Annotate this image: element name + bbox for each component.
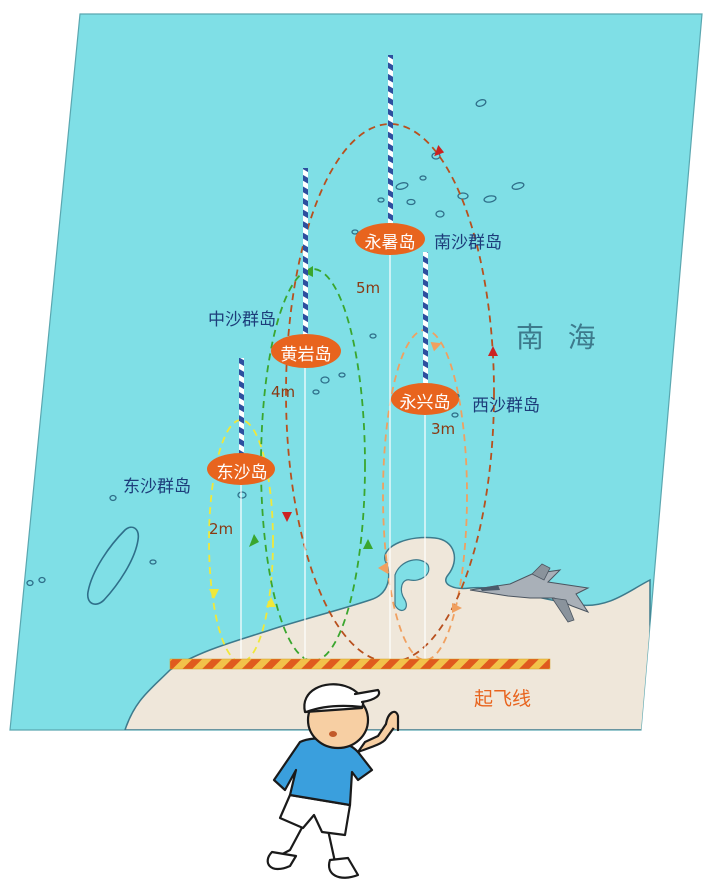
sea-label: 南 海 bbox=[516, 321, 598, 354]
group-label-nansha: 南沙群岛 bbox=[434, 233, 502, 253]
direction-arrows bbox=[209, 144, 498, 613]
group-label-dongsha: 东沙群岛 bbox=[123, 477, 191, 497]
start-line-label: 起飞线 bbox=[474, 688, 532, 710]
start-line bbox=[169, 658, 551, 670]
distance-label-3m: 3m bbox=[431, 420, 456, 438]
group-label-zhongsha: 中沙群岛 bbox=[208, 310, 276, 330]
island-badge-dongsha: 东沙岛 bbox=[216, 463, 268, 483]
jet-icon bbox=[469, 563, 590, 623]
group-label-xisha: 西沙群岛 bbox=[472, 396, 540, 416]
poles bbox=[239, 55, 428, 662]
island-badge-huangyan: 黄岩岛 bbox=[280, 345, 332, 365]
islets bbox=[26, 99, 525, 587]
child-figure-icon bbox=[266, 683, 400, 879]
badges bbox=[207, 223, 459, 485]
loop-5m bbox=[285, 123, 495, 663]
distance-label-2m: 2m bbox=[209, 520, 234, 538]
distance-label-5m: 5m bbox=[356, 279, 381, 297]
island-badge-yongxing: 永兴岛 bbox=[399, 393, 451, 413]
distance-label-4m: 4m bbox=[271, 383, 296, 401]
loop-2m bbox=[208, 419, 274, 663]
island-badge-yongshu: 永暑岛 bbox=[364, 233, 416, 253]
